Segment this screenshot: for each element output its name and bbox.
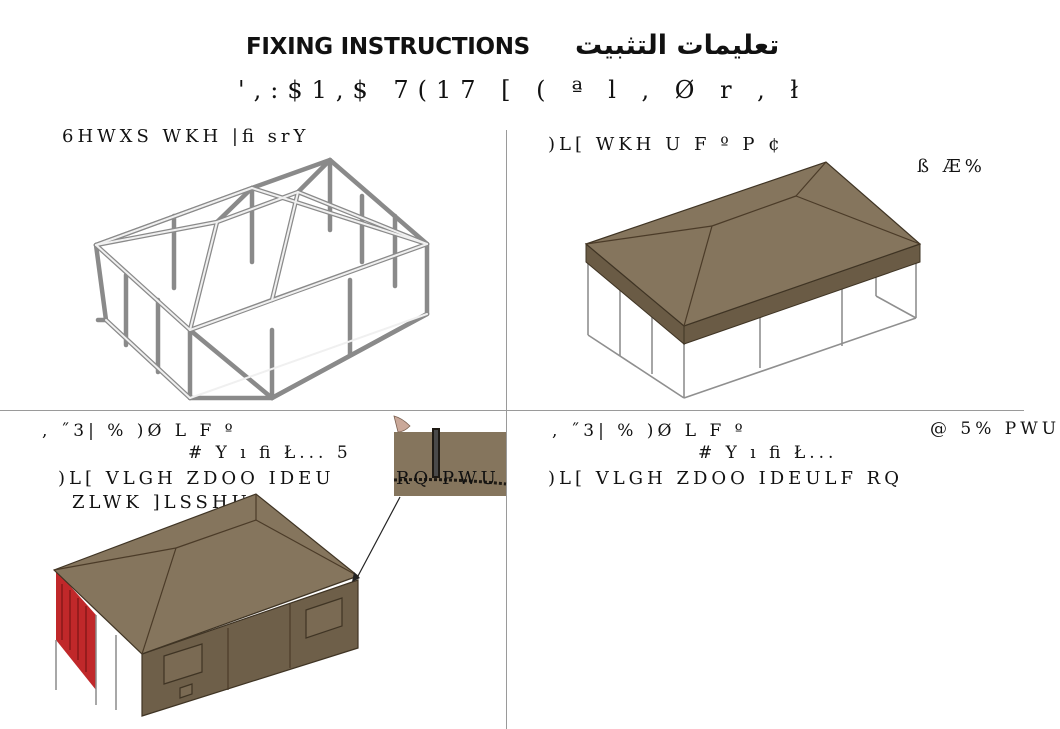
step4-inset-text: @ 5% PWU — [930, 419, 1060, 439]
horizontal-divider — [0, 410, 1024, 411]
step3-caption: , ˝3| % )Ø L F º — [42, 421, 237, 441]
step3-caption-2: # Y ı ﬁ Ł... 5 — [188, 443, 352, 463]
step1-caption: 6HWXS WKH |ﬁ srY — [62, 126, 310, 147]
title-garbled: ',:$1,$ 7(17 [ ( ª l , Ø r , ł — [238, 76, 808, 104]
pointer-arrow — [357, 496, 401, 577]
zipper-detail — [393, 415, 507, 496]
step3-caption-3: )L[ VLGH ZDOO IDEU — [58, 468, 335, 489]
tent-walls-drawing — [52, 493, 401, 717]
step4-caption-3: )L[ VLGH ZDOO IDEULF RQ — [548, 468, 903, 489]
step4-caption-2: # Y ı ﬁ Ł... — [698, 443, 838, 463]
title-arabic: تعليمات التثبيت — [575, 30, 780, 61]
step3-inset-text: RQ PWU — [396, 468, 500, 489]
tent-frame-drawing — [93, 157, 430, 401]
step4-caption: , ˝3| % )Ø L F º — [552, 421, 747, 441]
tent-drawings — [52, 157, 922, 717]
vertical-divider — [506, 130, 507, 729]
step2-caption-2: ß Æ% — [917, 156, 986, 177]
tent-roof-drawing — [584, 161, 922, 399]
hand-icon — [393, 415, 411, 433]
title-english: FIXING INSTRUCTIONS — [246, 34, 530, 60]
step2-caption: )L[ WKH U F º P ¢ — [548, 134, 784, 155]
